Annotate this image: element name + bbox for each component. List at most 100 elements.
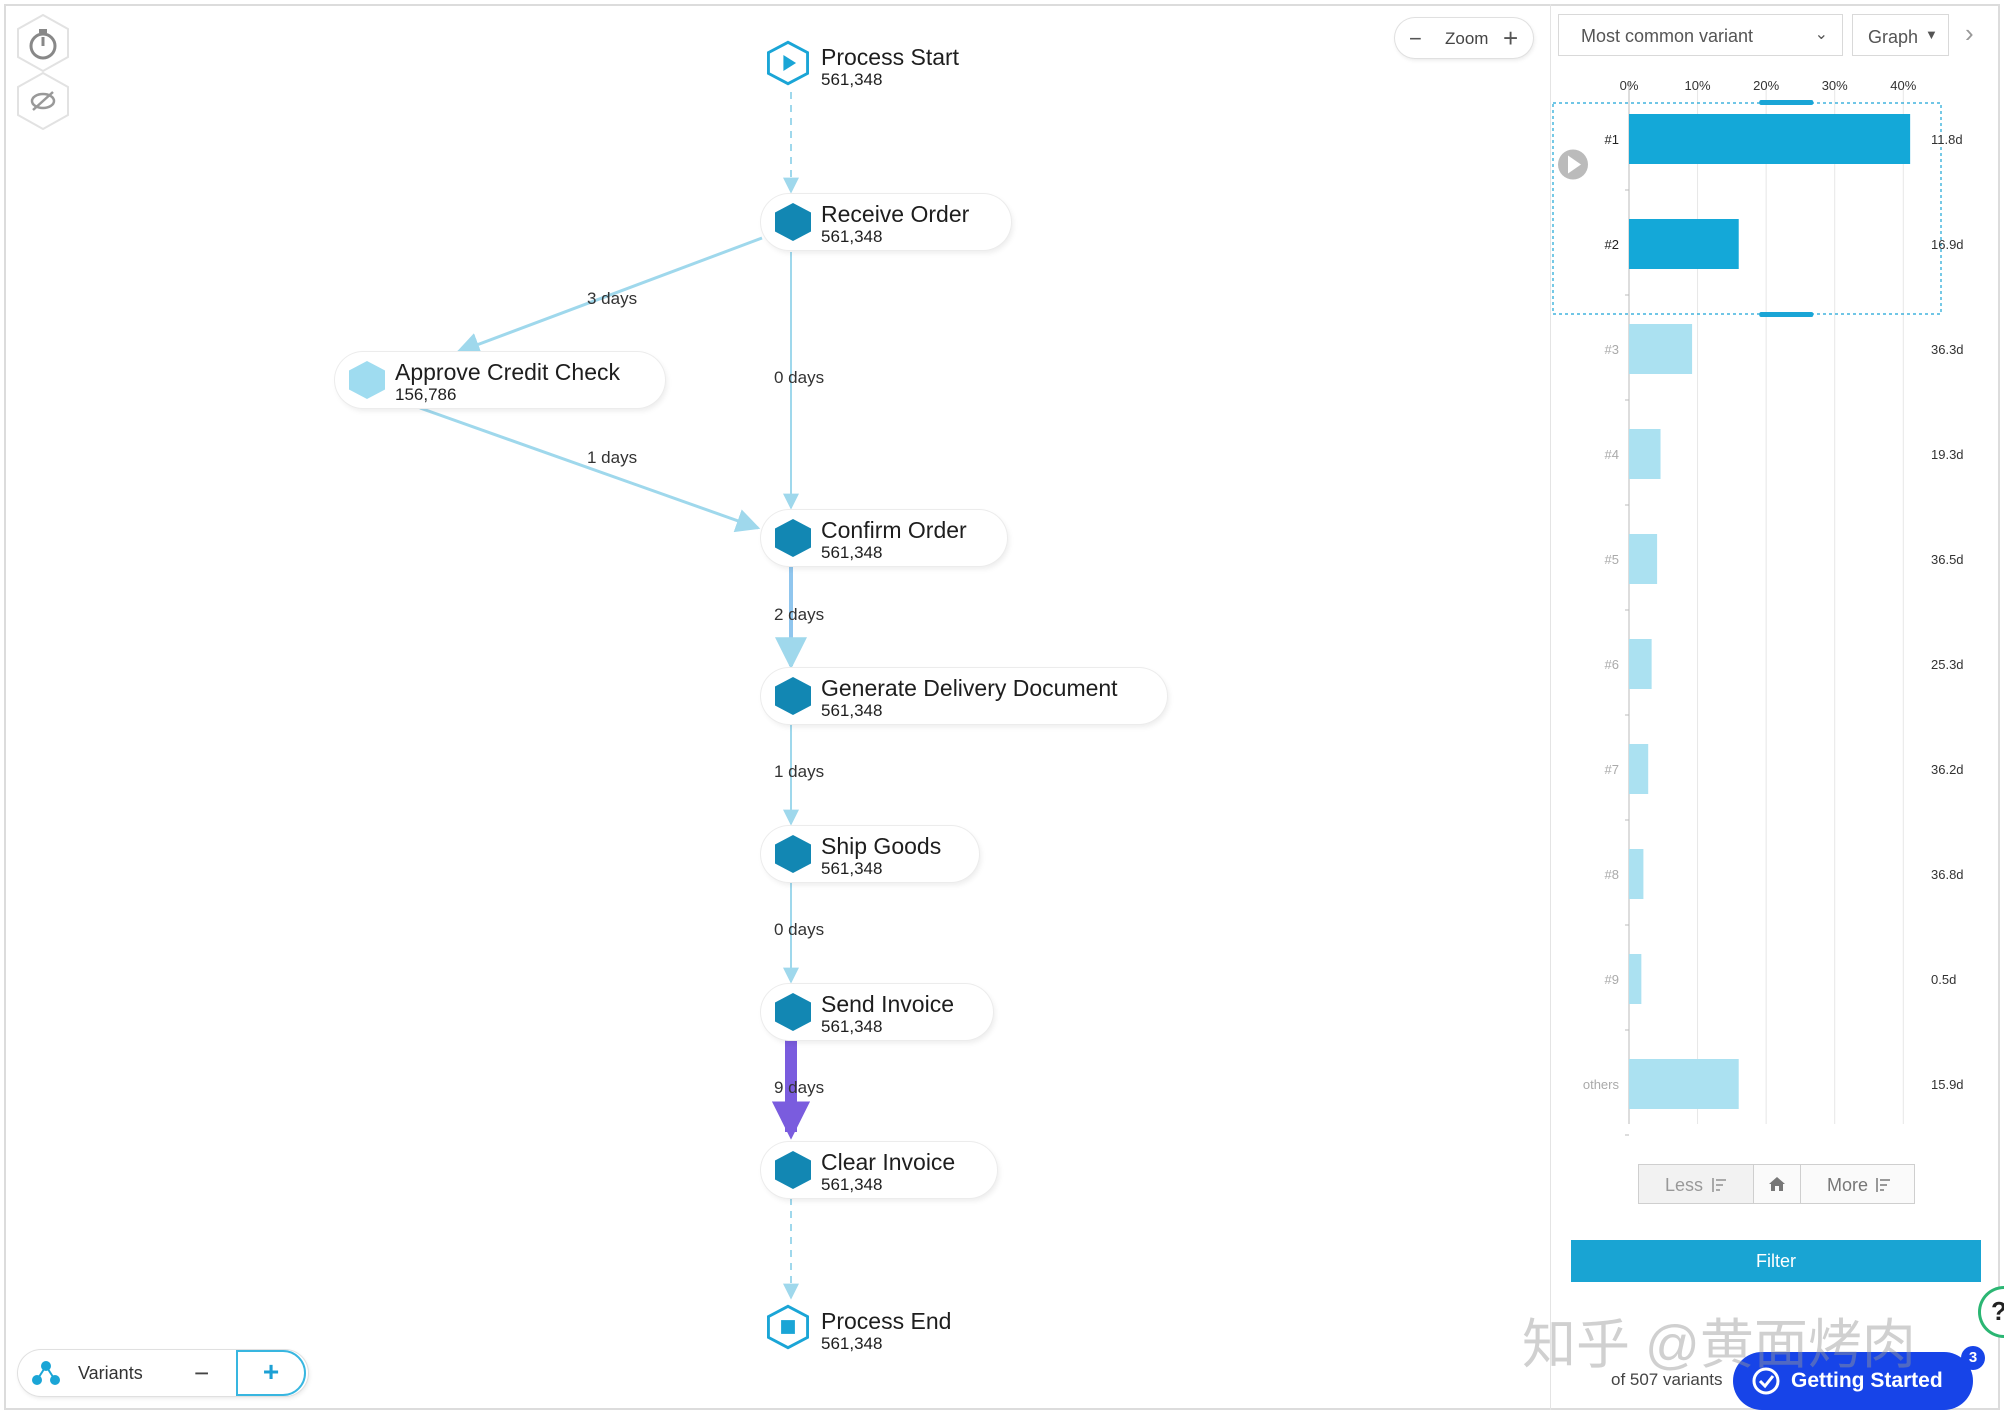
more-button[interactable]: More: [1801, 1165, 1914, 1203]
node-clear-invoice[interactable]: Clear Invoice 561,348: [761, 1142, 997, 1198]
graph-button-label: Graph: [1868, 27, 1919, 47]
activity-hex-icon: [775, 677, 811, 715]
play-triangle: [1568, 155, 1581, 174]
selection-handle-top: [1759, 100, 1814, 105]
variant-bar[interactable]: [1629, 429, 1661, 479]
node-count: 561,348: [821, 543, 883, 562]
check-circle-icon: [1752, 1367, 1780, 1395]
activity-hex-icon: [775, 203, 811, 241]
app-frame: [4, 4, 2000, 1410]
variant-duration: 36.3d: [1931, 342, 1964, 357]
process-map[interactable]: 3 days 0 days 1 days 2 days 1 days 0 day…: [0, 0, 1545, 1415]
node-receive-order[interactable]: Receive Order 561,348: [761, 194, 1011, 250]
activity-hex-icon: [775, 519, 811, 557]
edge-label-delivery-ship: 1 days: [774, 762, 825, 781]
node-title: Send Invoice: [821, 991, 954, 1017]
node-title: Approve Credit Check: [395, 359, 620, 385]
getting-started-badge: 3: [1961, 1346, 1985, 1370]
node-title: Receive Order: [821, 201, 970, 227]
node-process-start[interactable]: Process Start 561,348: [765, 36, 1005, 92]
play-icon: [767, 40, 809, 86]
node-generate-delivery-document[interactable]: Generate Delivery Document 561,348: [761, 668, 1167, 724]
variant-bar[interactable]: [1629, 534, 1658, 584]
node-count: 561,348: [821, 1017, 883, 1036]
variant-label: #7: [1605, 762, 1619, 777]
variant-label: #4: [1605, 447, 1619, 462]
variant-bar[interactable]: [1629, 639, 1652, 689]
edge-label-invoice-clear: 9 days: [774, 1078, 825, 1097]
zoom-control: − Zoom +: [1395, 18, 1533, 58]
node-process-end[interactable]: Process End 561,348: [765, 1300, 1005, 1356]
x-tick-label: 40%: [1890, 78, 1916, 93]
hide-button[interactable]: [12, 70, 74, 132]
variant-label: others: [1583, 1077, 1620, 1092]
node-title: Clear Invoice: [821, 1149, 956, 1175]
activity-hex-icon: [349, 361, 385, 399]
sort-more-icon: [1876, 1178, 1890, 1192]
stop-icon: [767, 1304, 809, 1350]
variant-bar[interactable]: [1629, 744, 1649, 794]
getting-started-button[interactable]: Getting Started: [1733, 1352, 1973, 1410]
variant-duration: 36.5d: [1931, 552, 1964, 567]
node-title: Confirm Order: [821, 517, 967, 543]
variant-bar[interactable]: [1629, 849, 1644, 899]
variants-decrease-button[interactable]: −: [194, 1358, 210, 1388]
edge-label-receive-confirm: 0 days: [774, 368, 825, 387]
node-ship-goods[interactable]: Ship Goods 561,348: [761, 826, 979, 882]
zoom-in-button[interactable]: +: [1503, 23, 1519, 53]
variant-bar[interactable]: [1629, 324, 1693, 374]
less-label: Less: [1665, 1175, 1704, 1195]
variant-selector-value: Most common variant: [1581, 26, 1754, 46]
variants-increase-button[interactable]: +: [236, 1350, 306, 1396]
eye-slash-icon: [17, 71, 69, 131]
variant-duration: 11.8d: [1931, 132, 1963, 147]
node-approve-credit-check[interactable]: Approve Credit Check 156,786: [335, 352, 665, 408]
edge-credit-confirm[interactable]: [419, 406, 761, 533]
edge-label-confirm-delivery: 2 days: [774, 605, 825, 624]
selection-handle-bottom: [1759, 312, 1814, 317]
chevron-down-icon: ⌄: [1814, 26, 1828, 43]
activity-hex-icon: [775, 993, 811, 1031]
node-confirm-order[interactable]: Confirm Order 561,348: [761, 510, 1007, 566]
home-button[interactable]: [1754, 1165, 1801, 1203]
variants-control: Variants − +: [18, 1350, 308, 1396]
edge-receive-credit[interactable]: [455, 236, 763, 356]
filter-button[interactable]: Filter: [1571, 1240, 1981, 1282]
x-tick-label: 20%: [1753, 78, 1779, 93]
variant-label: #9: [1605, 972, 1619, 987]
variant-label: #3: [1605, 342, 1619, 357]
variant-selector[interactable]: Most common variant ⌄: [1558, 14, 1843, 56]
variant-label: #5: [1605, 552, 1619, 567]
variant-count-text: of 507 variants: [1611, 1370, 1723, 1389]
x-tick-label: 30%: [1822, 78, 1848, 93]
chevron-right-icon[interactable]: ›: [1965, 18, 1974, 48]
less-button[interactable]: Less: [1639, 1165, 1754, 1203]
sort-less-icon: [1712, 1178, 1726, 1192]
timer-button[interactable]: [12, 12, 74, 74]
node-count: 561,348: [821, 701, 883, 720]
graph-button[interactable]: Graph ▼: [1852, 14, 1949, 56]
node-title: Process End: [821, 1308, 952, 1334]
variant-duration: 36.8d: [1931, 867, 1964, 882]
variant-bar[interactable]: [1629, 114, 1911, 164]
variants-icon: [32, 1361, 60, 1385]
node-title: Process Start: [821, 44, 960, 70]
getting-started-label: Getting Started: [1791, 1369, 1943, 1392]
less-more-control: Less More: [1638, 1164, 1915, 1204]
node-send-invoice[interactable]: Send Invoice 561,348: [761, 984, 993, 1040]
activity-hex-icon: [775, 835, 811, 873]
node-title: Ship Goods: [821, 833, 942, 859]
zoom-out-button[interactable]: −: [1409, 26, 1422, 51]
variant-bar[interactable]: [1629, 1059, 1739, 1109]
variant-duration: 25.3d: [1931, 657, 1964, 672]
node-count: 561,348: [821, 859, 883, 878]
variant-bar[interactable]: [1629, 954, 1642, 1004]
variants-label: Variants: [78, 1363, 143, 1383]
node-title: Generate Delivery Document: [821, 675, 1118, 701]
watermark: 知乎 @黄面烤肉: [1522, 1315, 1916, 1375]
variant-bar[interactable]: [1629, 219, 1739, 269]
node-count: 156,786: [395, 385, 457, 404]
variant-duration: 19.3d: [1931, 447, 1964, 462]
zoom-label: Zoom: [1445, 29, 1489, 48]
